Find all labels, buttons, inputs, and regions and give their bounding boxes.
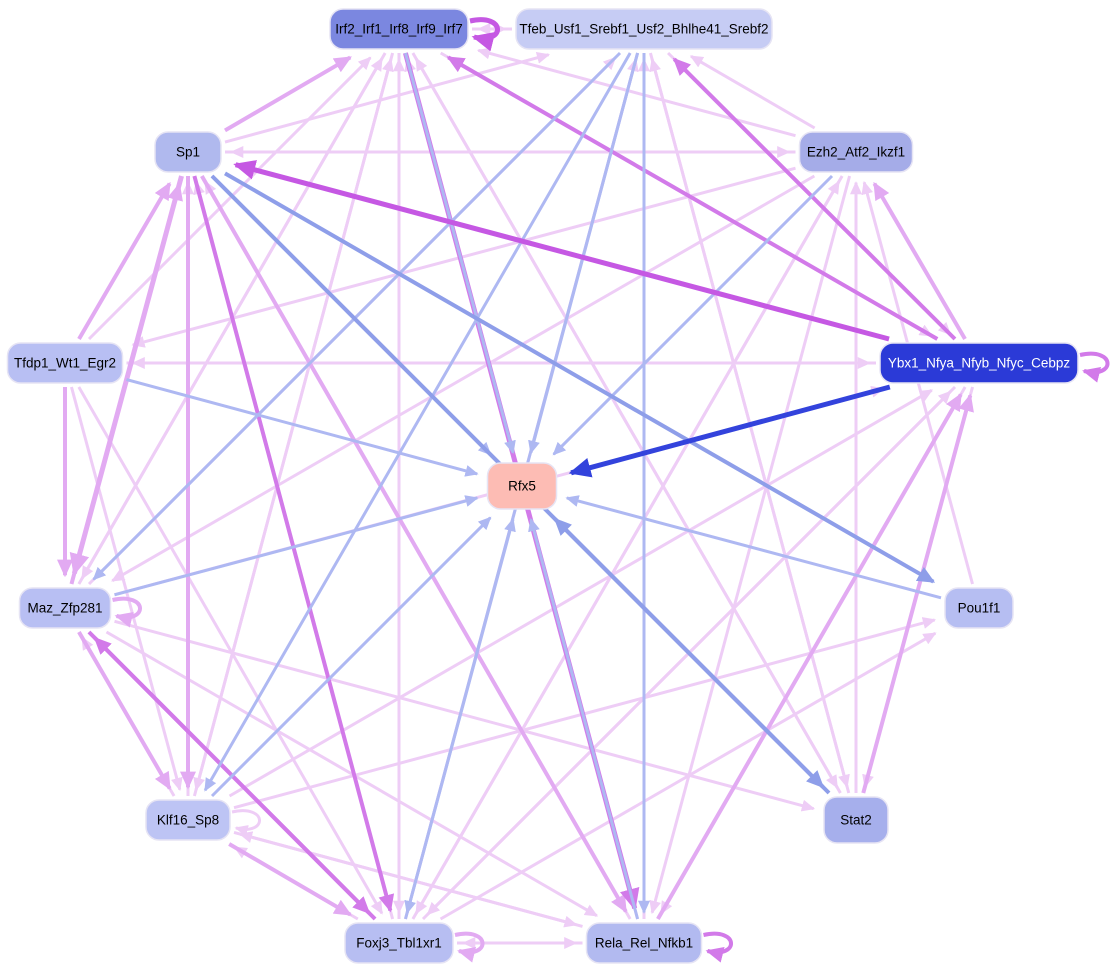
edge-klf16-to-rela xyxy=(233,830,578,928)
edge-tfdp1-to-rfx5 xyxy=(126,378,479,477)
node-rela[interactable]: Rela_Rel_Nfkb1 xyxy=(585,922,703,964)
edge-sp1-to-irf2 xyxy=(223,55,352,133)
self-loop-rela xyxy=(703,931,733,963)
node-ybx1[interactable]: Ybx1_Nfya_Nfyb_Nfyc_Cebpz xyxy=(879,342,1079,384)
node-ezh2[interactable]: Ezh2_Atf2_Ikzf1 xyxy=(798,131,914,173)
edge-tfdp1-to-sp1 xyxy=(77,181,172,341)
node-shape-ybx1[interactable] xyxy=(879,342,1079,384)
node-foxj3[interactable]: Foxj3_Tbl1xr1 xyxy=(344,922,454,964)
self-loop-klf16 xyxy=(231,809,261,837)
edge-ezh2-to-tfeb xyxy=(689,55,816,130)
edge-maz-to-klf16 xyxy=(77,630,172,791)
edge-irf2-to-klf16 xyxy=(193,52,395,792)
edge-tfeb-to-maz xyxy=(92,51,622,581)
self-loop-foxj3 xyxy=(454,931,485,963)
edge-ybx1-to-sp1 xyxy=(233,160,890,342)
edge-ybx1-to-foxj3 xyxy=(426,385,957,916)
edge-ybx1-to-irf2 xyxy=(446,55,939,341)
edge-tfeb-to-klf16 xyxy=(203,52,632,792)
node-shape-tfeb[interactable] xyxy=(515,8,773,50)
node-stat2[interactable]: Stat2 xyxy=(823,796,889,844)
node-shape-sp1[interactable] xyxy=(154,131,222,173)
edge-tfdp1-to-irf2 xyxy=(87,56,372,341)
self-loop-irf2 xyxy=(469,17,500,52)
edge-ezh2-to-rela xyxy=(649,175,852,915)
edge-stat2-to-ybx1 xyxy=(861,393,974,794)
node-shape-klf16[interactable] xyxy=(145,799,231,841)
edge-tfeb-to-stat2 xyxy=(648,52,850,789)
edge-klf16-to-foxj3 xyxy=(228,842,352,917)
edge-foxj3-to-rfx5 xyxy=(404,517,516,920)
edge-sp1-to-tfeb xyxy=(224,51,551,144)
edge-maz-to-stat2 xyxy=(114,619,816,812)
node-maz[interactable]: Maz_Zfp281 xyxy=(18,587,112,629)
edge-stat2-to-rfx5 xyxy=(553,517,831,795)
node-klf16[interactable]: Klf16_Sp8 xyxy=(145,799,231,841)
edge-pou1f1-to-rfx5 xyxy=(565,495,942,600)
edge-ybx1-to-tfeb xyxy=(672,57,957,341)
edge-sp1-to-rela xyxy=(200,175,628,914)
edge-tfdp1-to-klf16 xyxy=(70,386,183,792)
node-shape-pou1f1[interactable] xyxy=(944,587,1014,629)
node-irf2[interactable]: Irf2_Irf1_Irf8_Irf9_Irf7 xyxy=(329,8,469,50)
edge-sp1-to-pou1f1 xyxy=(224,171,936,584)
node-pou1f1[interactable]: Pou1f1 xyxy=(944,587,1014,629)
edge-ezh2-to-irf2 xyxy=(476,47,796,138)
node-shape-stat2[interactable] xyxy=(823,796,889,844)
node-sp1[interactable]: Sp1 xyxy=(154,131,222,173)
edge-sp1-to-maz xyxy=(69,175,184,576)
node-rfx5[interactable]: Rfx5 xyxy=(486,462,558,510)
edge-maz-to-foxj3 xyxy=(87,630,371,915)
edge-ezh2-to-foxj3 xyxy=(414,175,844,915)
edge-maz-to-rela xyxy=(105,630,599,917)
edge-ezh2-to-rfx5 xyxy=(552,174,834,456)
edge-tfdp1-to-foxj3 xyxy=(77,386,384,915)
edge-sp1-to-foxj3 xyxy=(192,175,395,913)
node-shape-foxj3[interactable] xyxy=(344,922,454,964)
edge-rela-to-ybx1 xyxy=(656,392,963,921)
node-shape-rela[interactable] xyxy=(585,922,703,964)
node-shape-irf2[interactable] xyxy=(329,8,469,50)
edge-ezh2-to-tfdp1 xyxy=(131,166,796,348)
node-tfdp1[interactable]: Tfdp1_Wt1_Egr2 xyxy=(6,342,124,384)
node-shape-maz[interactable] xyxy=(18,587,112,629)
edge-rela-to-rfx5 xyxy=(528,517,640,920)
edge-ybx1-to-rfx5 xyxy=(568,384,891,478)
edge-ezh2-to-maz xyxy=(111,174,816,583)
node-shape-rfx5[interactable] xyxy=(486,462,558,510)
edge-tfeb-to-rfx5 xyxy=(528,52,640,455)
edge-maz-to-rfx5 xyxy=(114,495,479,597)
edge-klf16-to-ybx1 xyxy=(228,389,934,798)
edge-klf16-to-rfx5 xyxy=(210,516,492,798)
node-shape-ezh2[interactable] xyxy=(798,131,914,173)
node-tfeb[interactable]: Tfeb_Usf1_Srebf1_Usf2_Bhlhe41_Srebf2 xyxy=(515,8,773,50)
node-shape-tfdp1[interactable] xyxy=(6,342,124,384)
edge-ybx1-to-ezh2 xyxy=(872,181,967,341)
self-loop-maz xyxy=(112,596,142,628)
self-loop-ybx1 xyxy=(1079,351,1110,383)
edge-foxj3-to-pou1f1 xyxy=(439,631,937,921)
edge-irf2-to-rfx5 xyxy=(404,52,516,455)
